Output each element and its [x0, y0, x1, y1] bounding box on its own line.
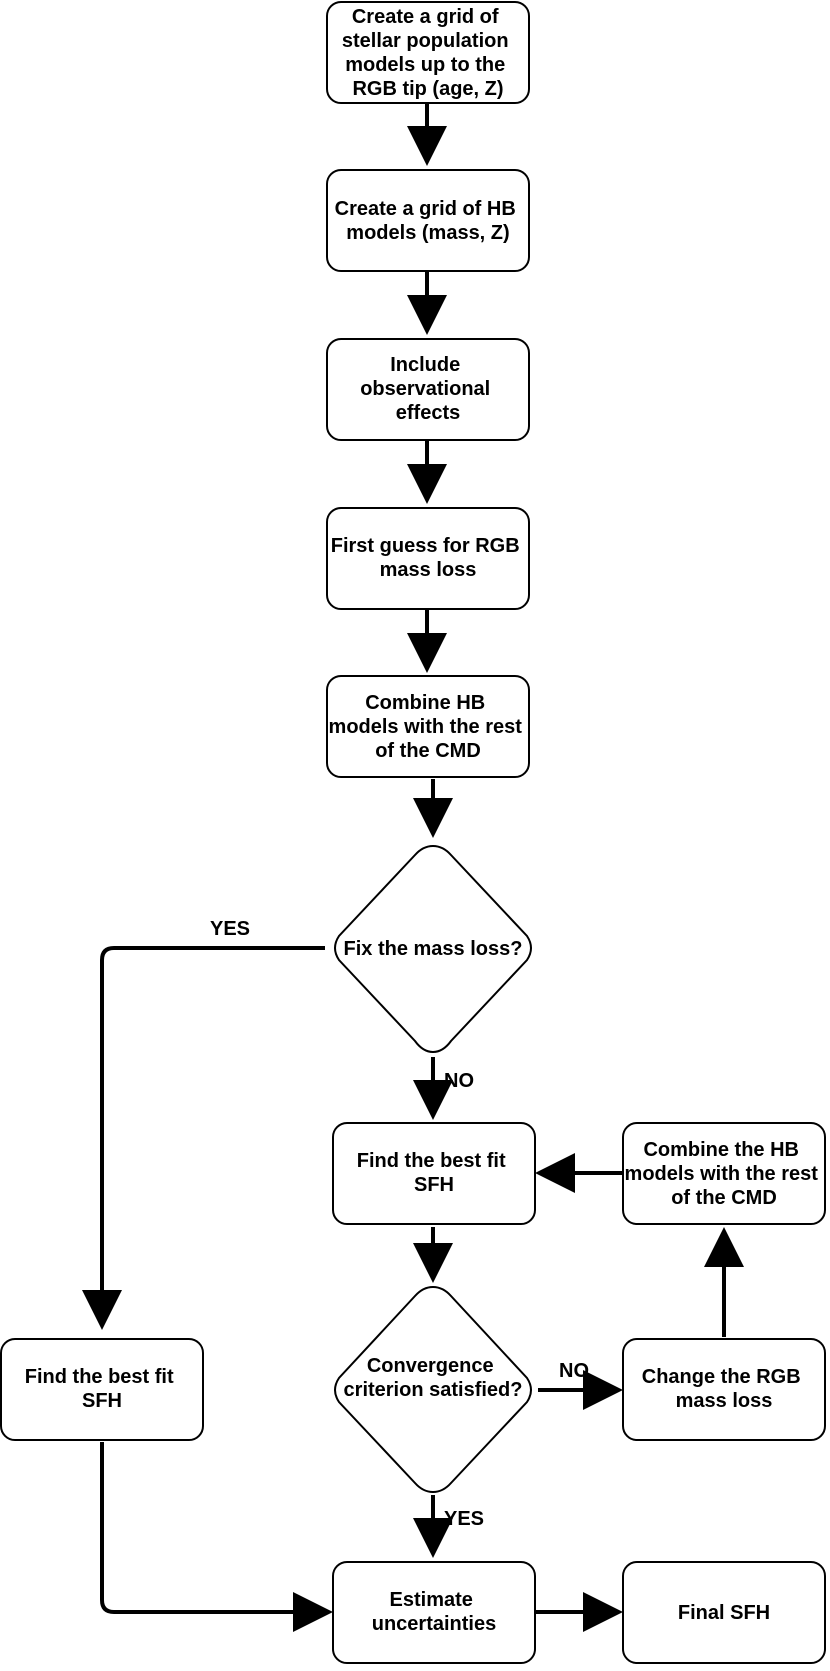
svg-text:Create a grid of HB mode: Create a grid of HB models (mass, Z): [335, 198, 522, 244]
svg-text:Fix the mass loss?: Fix the mass loss?: [344, 938, 523, 960]
edge-label-fix-yes: YES: [210, 918, 250, 940]
svg-text:Final SFH: Final SFH: [678, 1602, 770, 1624]
node-combine-hb-rest: Combine the HB models with the rest of t…: [622, 1122, 826, 1225]
svg-text:Find the best fit SFH: Find the best fit SFH: [25, 1366, 179, 1412]
edge-labels: YES NO NO YES: [210, 918, 589, 1530]
edges: [82, 103, 744, 1632]
node-grid-hb: Create a grid of HB models (mass, Z): [326, 169, 530, 272]
node-observational: Include observational effects: [326, 338, 530, 441]
svg-text:First guess for RGB mass: First guess for RGB mass loss: [331, 535, 525, 581]
svg-text:Estimate uncertainties: Estimate uncertainties: [372, 1589, 496, 1635]
edge-label-conv-no: NO: [559, 1360, 589, 1382]
svg-text:Combine the HB models wi: Combine the HB models with the rest of t…: [625, 1139, 824, 1209]
svg-text:Include observational: Include observational effects: [360, 354, 496, 424]
svg-text:Combine HB models with t: Combine HB models with the rest of the C…: [329, 692, 528, 762]
node-estimate-uncertainties: Estimate uncertainties: [332, 1561, 536, 1664]
edge-fix-yes-to-best-fit-left: [82, 946, 325, 1330]
node-final-sfh: Final SFH: [622, 1561, 826, 1664]
edge-label-fix-no: NO: [444, 1070, 474, 1092]
node-best-fit-left: Find the best fit SFH: [0, 1338, 204, 1441]
node-first-guess: First guess for RGB mass loss: [326, 507, 530, 610]
node-grid-stellar: Create a grid of stellar population mode…: [326, 1, 530, 104]
svg-text:Change the RGB mass loss: Change the RGB mass loss: [642, 1366, 806, 1412]
node-convergence: Convergence criterion satisfied?: [334, 1285, 532, 1494]
node-change-rgb: Change the RGB mass loss: [622, 1338, 826, 1441]
svg-text:Find the best fit SFH: Find the best fit SFH: [357, 1150, 511, 1196]
node-combine-hb: Combine HB models with the rest of the C…: [326, 675, 530, 778]
node-fix-mass-loss: Fix the mass loss?: [334, 844, 532, 1054]
edge-best-fit-left-to-estimate: [100, 1442, 333, 1632]
edge-label-conv-yes: YES: [444, 1508, 484, 1530]
node-best-fit-mid: Find the best fit SFH: [332, 1122, 536, 1225]
svg-text:Create a grid of stellar: Create a grid of stellar population mode…: [342, 6, 514, 100]
svg-text:Convergence criterion sa: Convergence criterion satisfied?: [344, 1355, 523, 1401]
